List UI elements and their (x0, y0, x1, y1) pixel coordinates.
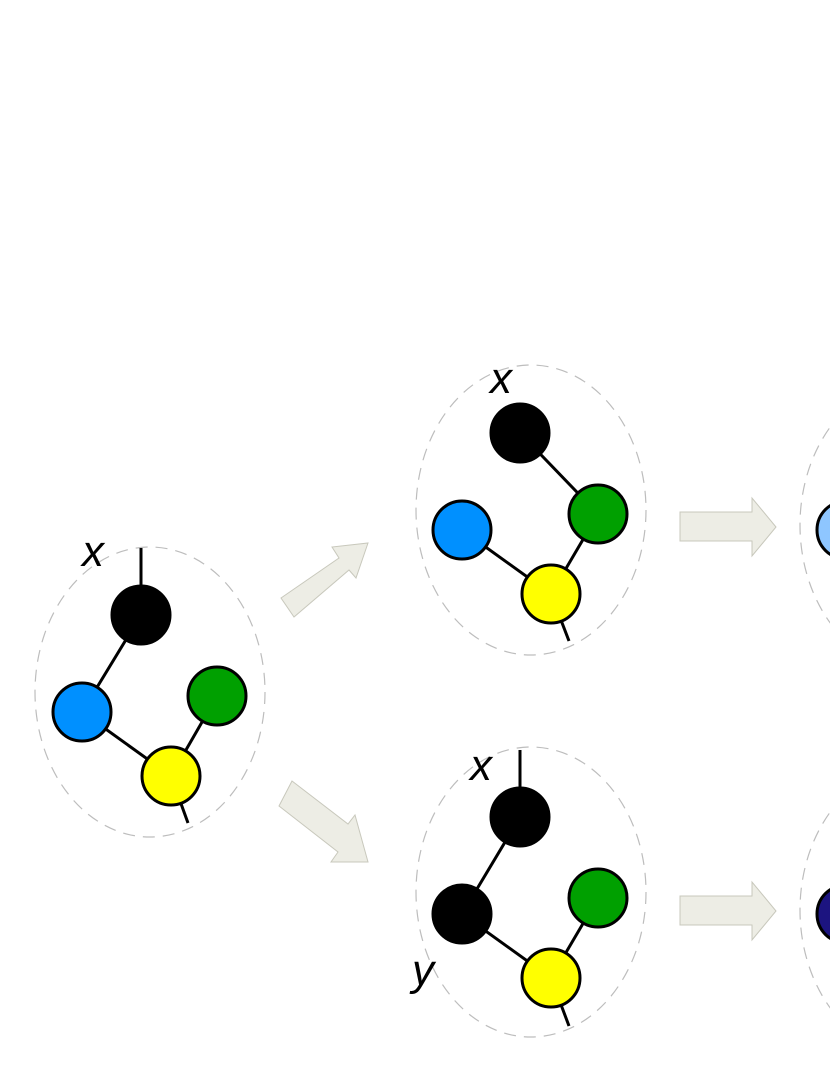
mid-bottom-node-black-top (489, 786, 551, 848)
arrow-up-right (280, 542, 369, 618)
mid-top-label-x: x (488, 354, 514, 403)
mid-bottom-node-black-left (431, 883, 493, 945)
left-node-black (110, 584, 172, 646)
mid-bottom-label-y: y (409, 946, 437, 995)
mid-bottom-outline (415, 746, 647, 1038)
mid-top-glycan-group: x (415, 354, 647, 656)
left-node-yellow (140, 745, 202, 807)
mid-top-node-yellow (520, 563, 582, 625)
mid-top-node-green (567, 483, 629, 545)
right-bottom-partial-group (799, 811, 830, 1009)
mid-top-node-black (489, 402, 551, 464)
arrow-right-top (679, 496, 777, 558)
mid-top-outline (415, 364, 647, 656)
mid-bottom-glycan-group: x y (409, 741, 647, 1038)
left-group-outline (34, 546, 266, 838)
right-bottom-outline (799, 811, 830, 1009)
mid-bottom-node-green (567, 867, 629, 929)
right-top-partial-group (799, 426, 830, 624)
mid-top-node-blue (431, 499, 493, 561)
left-node-green (186, 665, 248, 727)
right-bottom-node-navy (815, 888, 830, 940)
right-top-outline (799, 426, 830, 624)
left-node-blue (51, 681, 113, 743)
left-label-x: x (80, 527, 106, 576)
mid-bottom-node-yellow (520, 947, 582, 1009)
left-glycan-group: x (34, 527, 266, 838)
mid-bottom-label-x: x (468, 741, 494, 790)
arrow-right-bottom (679, 880, 777, 942)
arrow-down-right (278, 780, 369, 863)
right-top-node-light-blue (815, 504, 830, 556)
